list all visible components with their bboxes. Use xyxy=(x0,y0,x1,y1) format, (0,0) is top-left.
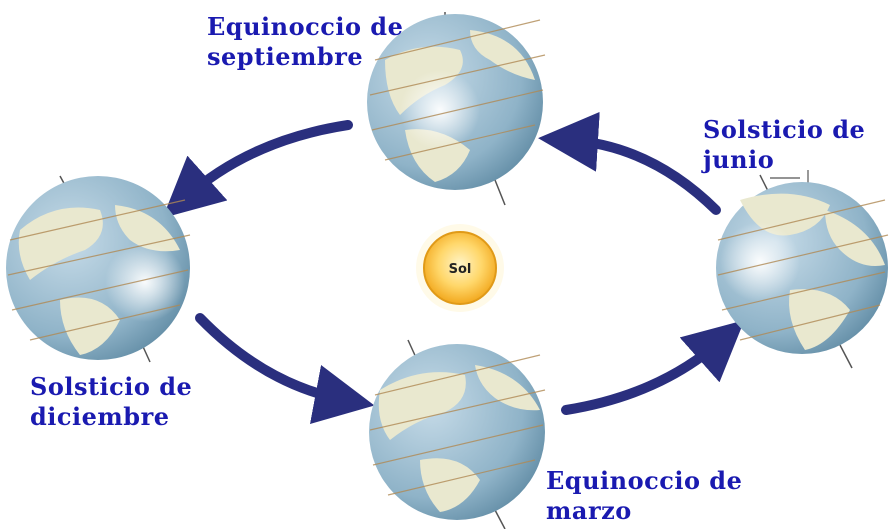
label-september-line1: Equinoccio de xyxy=(207,12,404,41)
label-june-solstice: Solsticio de junio xyxy=(703,115,865,175)
sun-label: Sol xyxy=(449,262,472,277)
label-december-line1: Solsticio de xyxy=(30,372,193,401)
globe-march xyxy=(369,339,546,529)
label-december-line2: diciembre xyxy=(30,402,170,431)
arrow-march-to-june xyxy=(561,320,745,415)
sun-disc xyxy=(423,231,497,305)
arrow-june-to-september xyxy=(538,111,721,215)
label-june-line1: Solsticio de xyxy=(703,115,866,144)
label-march-line1: Equinoccio de xyxy=(546,466,743,495)
label-september-line2: septiembre xyxy=(207,42,364,71)
globe-december xyxy=(6,175,191,363)
axis-south xyxy=(839,344,853,369)
label-december-solstice: Solsticio de diciembre xyxy=(30,372,192,432)
arrow-september-to-december xyxy=(162,120,353,218)
label-june-line2: junio xyxy=(703,145,775,174)
label-march-equinox: Equinoccio de marzo xyxy=(546,466,742,526)
label-september-equinox: Equinoccio de septiembre xyxy=(207,12,403,72)
axis-south xyxy=(494,509,506,529)
orbit-arrows xyxy=(162,111,745,424)
arrow-december-to-march xyxy=(195,313,375,424)
sun: Sol xyxy=(416,224,504,312)
axis-south xyxy=(494,179,506,206)
globe-september xyxy=(367,12,546,206)
label-march-line2: marzo xyxy=(546,496,632,525)
globe-june xyxy=(716,170,889,369)
